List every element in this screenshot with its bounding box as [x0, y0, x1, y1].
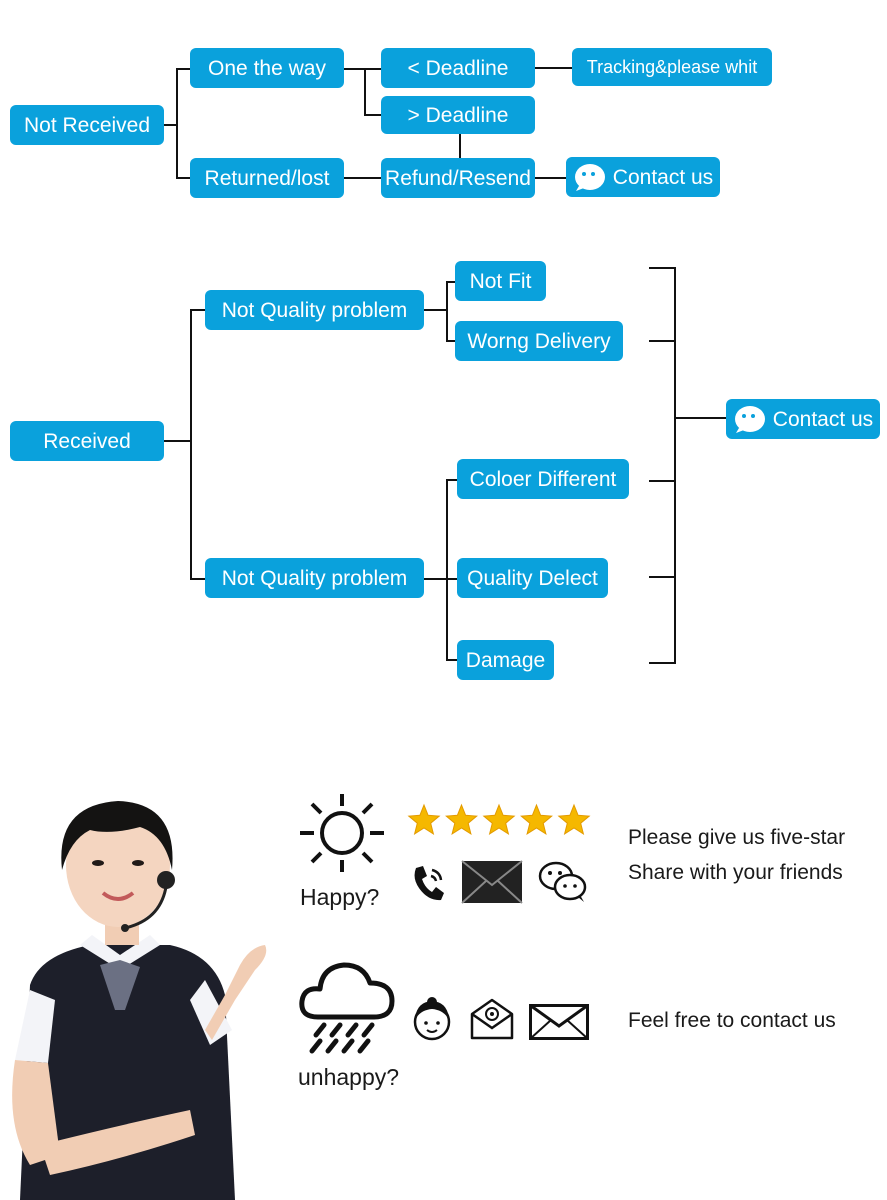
connector: [674, 267, 676, 664]
node-label: Returned/lost: [204, 166, 330, 190]
node-label: Not Quality problem: [221, 298, 408, 322]
connector: [446, 479, 448, 661]
unhappy-label: unhappy?: [298, 1064, 400, 1090]
node-not-quality-2: Not Quality problem: [205, 558, 424, 598]
connector: [459, 134, 461, 158]
node-label: Worng Delivery: [467, 329, 611, 353]
chat-icon: [538, 861, 587, 902]
connector: [424, 309, 446, 311]
connector: [649, 267, 676, 269]
connector: [190, 309, 205, 311]
connector: [649, 576, 676, 578]
connector: [190, 578, 205, 580]
connector: [535, 67, 572, 69]
connector: [176, 68, 178, 179]
happy-line-1: Please give us five-star: [628, 826, 846, 849]
node-on-the-way: One the way: [190, 48, 344, 88]
connector: [446, 479, 457, 481]
node-tracking: Tracking&please whit: [572, 48, 772, 86]
node-quality-defect: Quality Delect: [457, 558, 608, 598]
connector: [364, 68, 366, 116]
connector: [446, 281, 448, 342]
connector: [176, 177, 190, 179]
connector: [535, 177, 566, 179]
connector: [344, 177, 381, 179]
node-contact-us-2: Contact us: [726, 399, 880, 439]
node-wrong-delivery: Worng Delivery: [455, 321, 623, 361]
node-received: Received: [10, 421, 164, 461]
node-contact-us-1: Contact us: [566, 157, 720, 197]
node-refund-resend: Refund/Resend: [381, 158, 535, 198]
node-label: Not Quality problem: [221, 566, 408, 590]
node-label: Damage: [465, 648, 546, 672]
connector: [424, 578, 446, 580]
node-before-deadline: < Deadline: [381, 48, 535, 88]
node-label: Quality Delect: [467, 566, 598, 590]
node-color-different: Coloer Different: [457, 459, 629, 499]
connector: [364, 68, 381, 70]
node-label: Not Fit: [469, 269, 532, 293]
star-icon: [557, 803, 591, 835]
chat-bubble-icon: [734, 406, 765, 433]
node-label: Received: [43, 429, 131, 453]
email-at-icon: [470, 998, 514, 1040]
node-not-quality-1: Not Quality problem: [205, 290, 424, 330]
node-label: Not Received: [23, 113, 151, 137]
node-label: One the way: [208, 56, 326, 80]
five-star-rating: [407, 803, 591, 835]
node-label: < Deadline: [407, 56, 509, 80]
node-returned-lost: Returned/lost: [190, 158, 344, 198]
connector: [364, 114, 381, 116]
connector: [446, 578, 457, 580]
sun-icon: [300, 794, 384, 872]
node-label: Coloer Different: [469, 467, 617, 491]
connector: [176, 68, 190, 70]
star-icon: [482, 803, 516, 835]
agent-face-icon: [413, 997, 451, 1041]
envelope-icon: [461, 860, 523, 904]
connector: [164, 440, 190, 442]
node-label: Contact us: [772, 407, 874, 431]
connector: [649, 340, 676, 342]
node-label: > Deadline: [407, 103, 509, 127]
unhappy-line: Feel free to contact us: [628, 1009, 836, 1032]
node-damage: Damage: [457, 640, 554, 680]
connector: [676, 417, 726, 419]
connector: [190, 309, 192, 580]
node-label: Refund/Resend: [385, 166, 531, 190]
node-after-deadline: > Deadline: [381, 96, 535, 134]
connector: [344, 68, 364, 70]
star-icon: [407, 803, 441, 835]
star-icon: [445, 803, 478, 835]
phone-icon: [414, 866, 444, 901]
connector: [446, 659, 457, 661]
happy-label: Happy?: [300, 884, 380, 910]
node-label: Tracking&please whit: [586, 57, 758, 77]
connector: [446, 281, 455, 283]
envelope-outline-icon: [529, 1004, 589, 1040]
node-not-fit: Not Fit: [455, 261, 546, 301]
connector: [649, 480, 676, 482]
node-label: Contact us: [612, 165, 714, 189]
connector: [649, 662, 676, 664]
node-not-received: Not Received: [10, 105, 164, 145]
customer-service-agent-illustration: [12, 801, 267, 1200]
happy-line-2: Share with your friends: [628, 861, 843, 884]
connector: [164, 124, 176, 126]
rain-cloud-icon: [299, 962, 395, 1054]
connector: [446, 340, 455, 342]
star-icon: [520, 803, 553, 835]
chat-bubble-icon: [574, 164, 605, 191]
